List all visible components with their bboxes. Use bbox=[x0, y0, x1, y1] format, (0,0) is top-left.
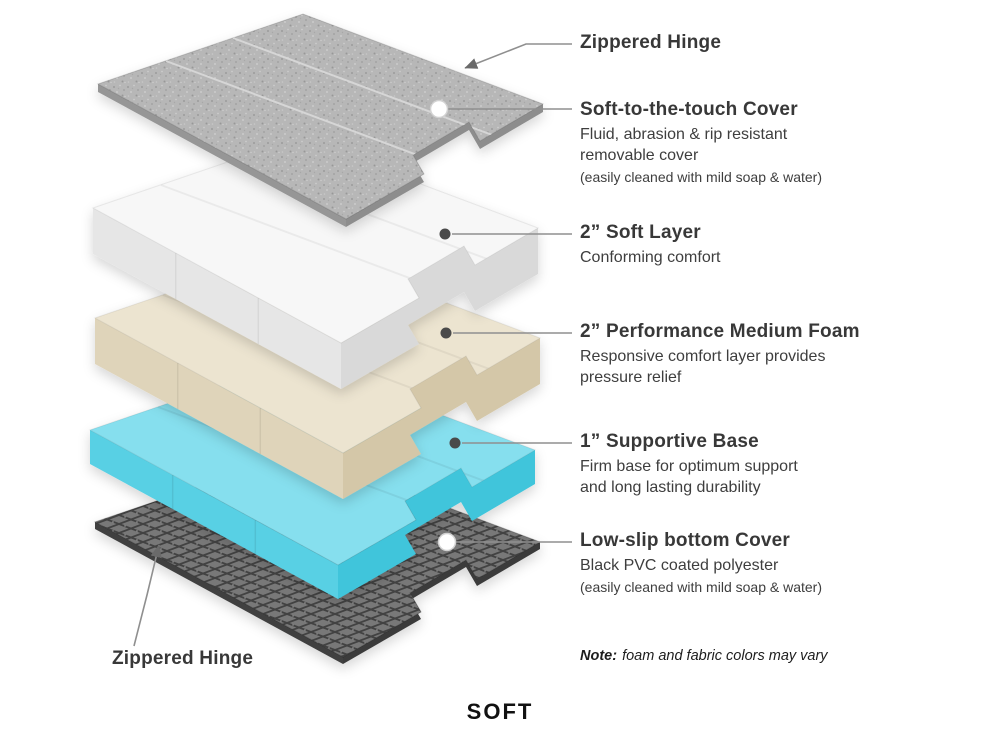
callout-line: and long lasting durability bbox=[580, 479, 761, 496]
callout-zippered-hinge-top: Zippered Hinge bbox=[580, 32, 985, 57]
note-text: foam and fabric colors may vary bbox=[622, 648, 828, 664]
callout-soft-cover: Soft-to-the-touch Cover Fluid, abrasion … bbox=[580, 99, 985, 187]
color-disclaimer-note: Note:foam and fabric colors may vary bbox=[580, 648, 828, 664]
callout-heading: Zippered Hinge bbox=[580, 32, 722, 53]
firmness-label: SOFT bbox=[466, 699, 534, 724]
callout-line: Firm base for optimum support bbox=[580, 458, 798, 475]
callout-bottom-cover: Low-slip bottom Cover Black PVC coated p… bbox=[580, 530, 985, 597]
bottom-zippered-hinge-label: Zippered Hinge bbox=[112, 648, 254, 669]
callout-line: Responsive comfort layer provides bbox=[580, 348, 826, 365]
callout-fine-print: (easily cleaned with mild soap & water) bbox=[580, 169, 822, 185]
callout-line: Fluid, abrasion & rip resistant bbox=[580, 126, 788, 143]
callout-line: removable cover bbox=[580, 147, 699, 164]
callout-heading: Soft-to-the-touch Cover bbox=[580, 99, 798, 120]
dot-medium-foam bbox=[440, 327, 452, 339]
callout-dots bbox=[429, 99, 461, 552]
callout-heading: 2” Performance Medium Foam bbox=[580, 321, 860, 342]
callout-line: pressure relief bbox=[580, 369, 682, 386]
callout-heading: 2” Soft Layer bbox=[580, 222, 701, 243]
callout-heading: Low-slip bottom Cover bbox=[580, 530, 791, 551]
arrow-to-bottom-hinge bbox=[133, 544, 162, 647]
dot-bottom-cover bbox=[437, 532, 457, 552]
callout-medium-foam: 2” Performance Medium Foam Responsive co… bbox=[580, 321, 985, 388]
callout-soft-layer: 2” Soft Layer Conforming comfort bbox=[580, 222, 985, 268]
layer-soft-layer bbox=[92, 137, 539, 389]
callout-fine-print: (easily cleaned with mild soap & water) bbox=[580, 579, 822, 595]
dot-soft-layer bbox=[439, 228, 451, 240]
callout-line: Conforming comfort bbox=[580, 249, 721, 266]
callout-heading: 1” Supportive Base bbox=[580, 431, 759, 452]
callout-supportive-base: 1” Supportive Base Firm base for optimum… bbox=[580, 431, 985, 498]
callout-line: Black PVC coated polyester bbox=[580, 557, 779, 574]
note-prefix: Note: bbox=[580, 648, 618, 664]
dot-soft-cover bbox=[429, 99, 449, 119]
dot-supportive-base bbox=[449, 437, 461, 449]
leader-lines bbox=[133, 43, 572, 647]
arrow-to-top-hinge bbox=[464, 43, 572, 69]
